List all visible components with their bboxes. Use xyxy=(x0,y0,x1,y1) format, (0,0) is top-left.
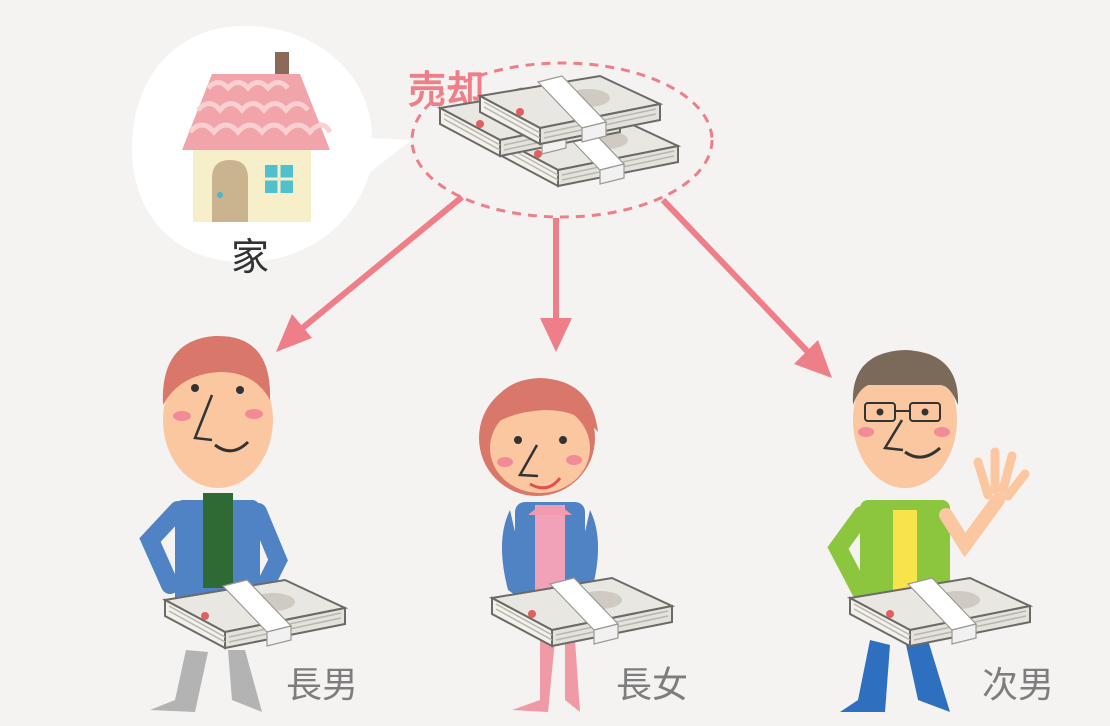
house-label: 家 xyxy=(231,235,269,279)
arrow-right xyxy=(660,197,832,378)
arrow-left xyxy=(276,194,464,352)
second-son-figure xyxy=(827,350,1030,712)
eldest-daughter-label: 長女 xyxy=(616,665,688,706)
arrow-center xyxy=(540,218,572,352)
eldest-son-label: 長男 xyxy=(286,665,358,706)
eldest-daughter-figure xyxy=(479,378,599,712)
eldest-son-figure xyxy=(139,335,288,712)
second-son-label: 次男 xyxy=(982,665,1054,706)
house-icon xyxy=(182,52,333,222)
sale-dashed-ellipse xyxy=(410,61,714,219)
